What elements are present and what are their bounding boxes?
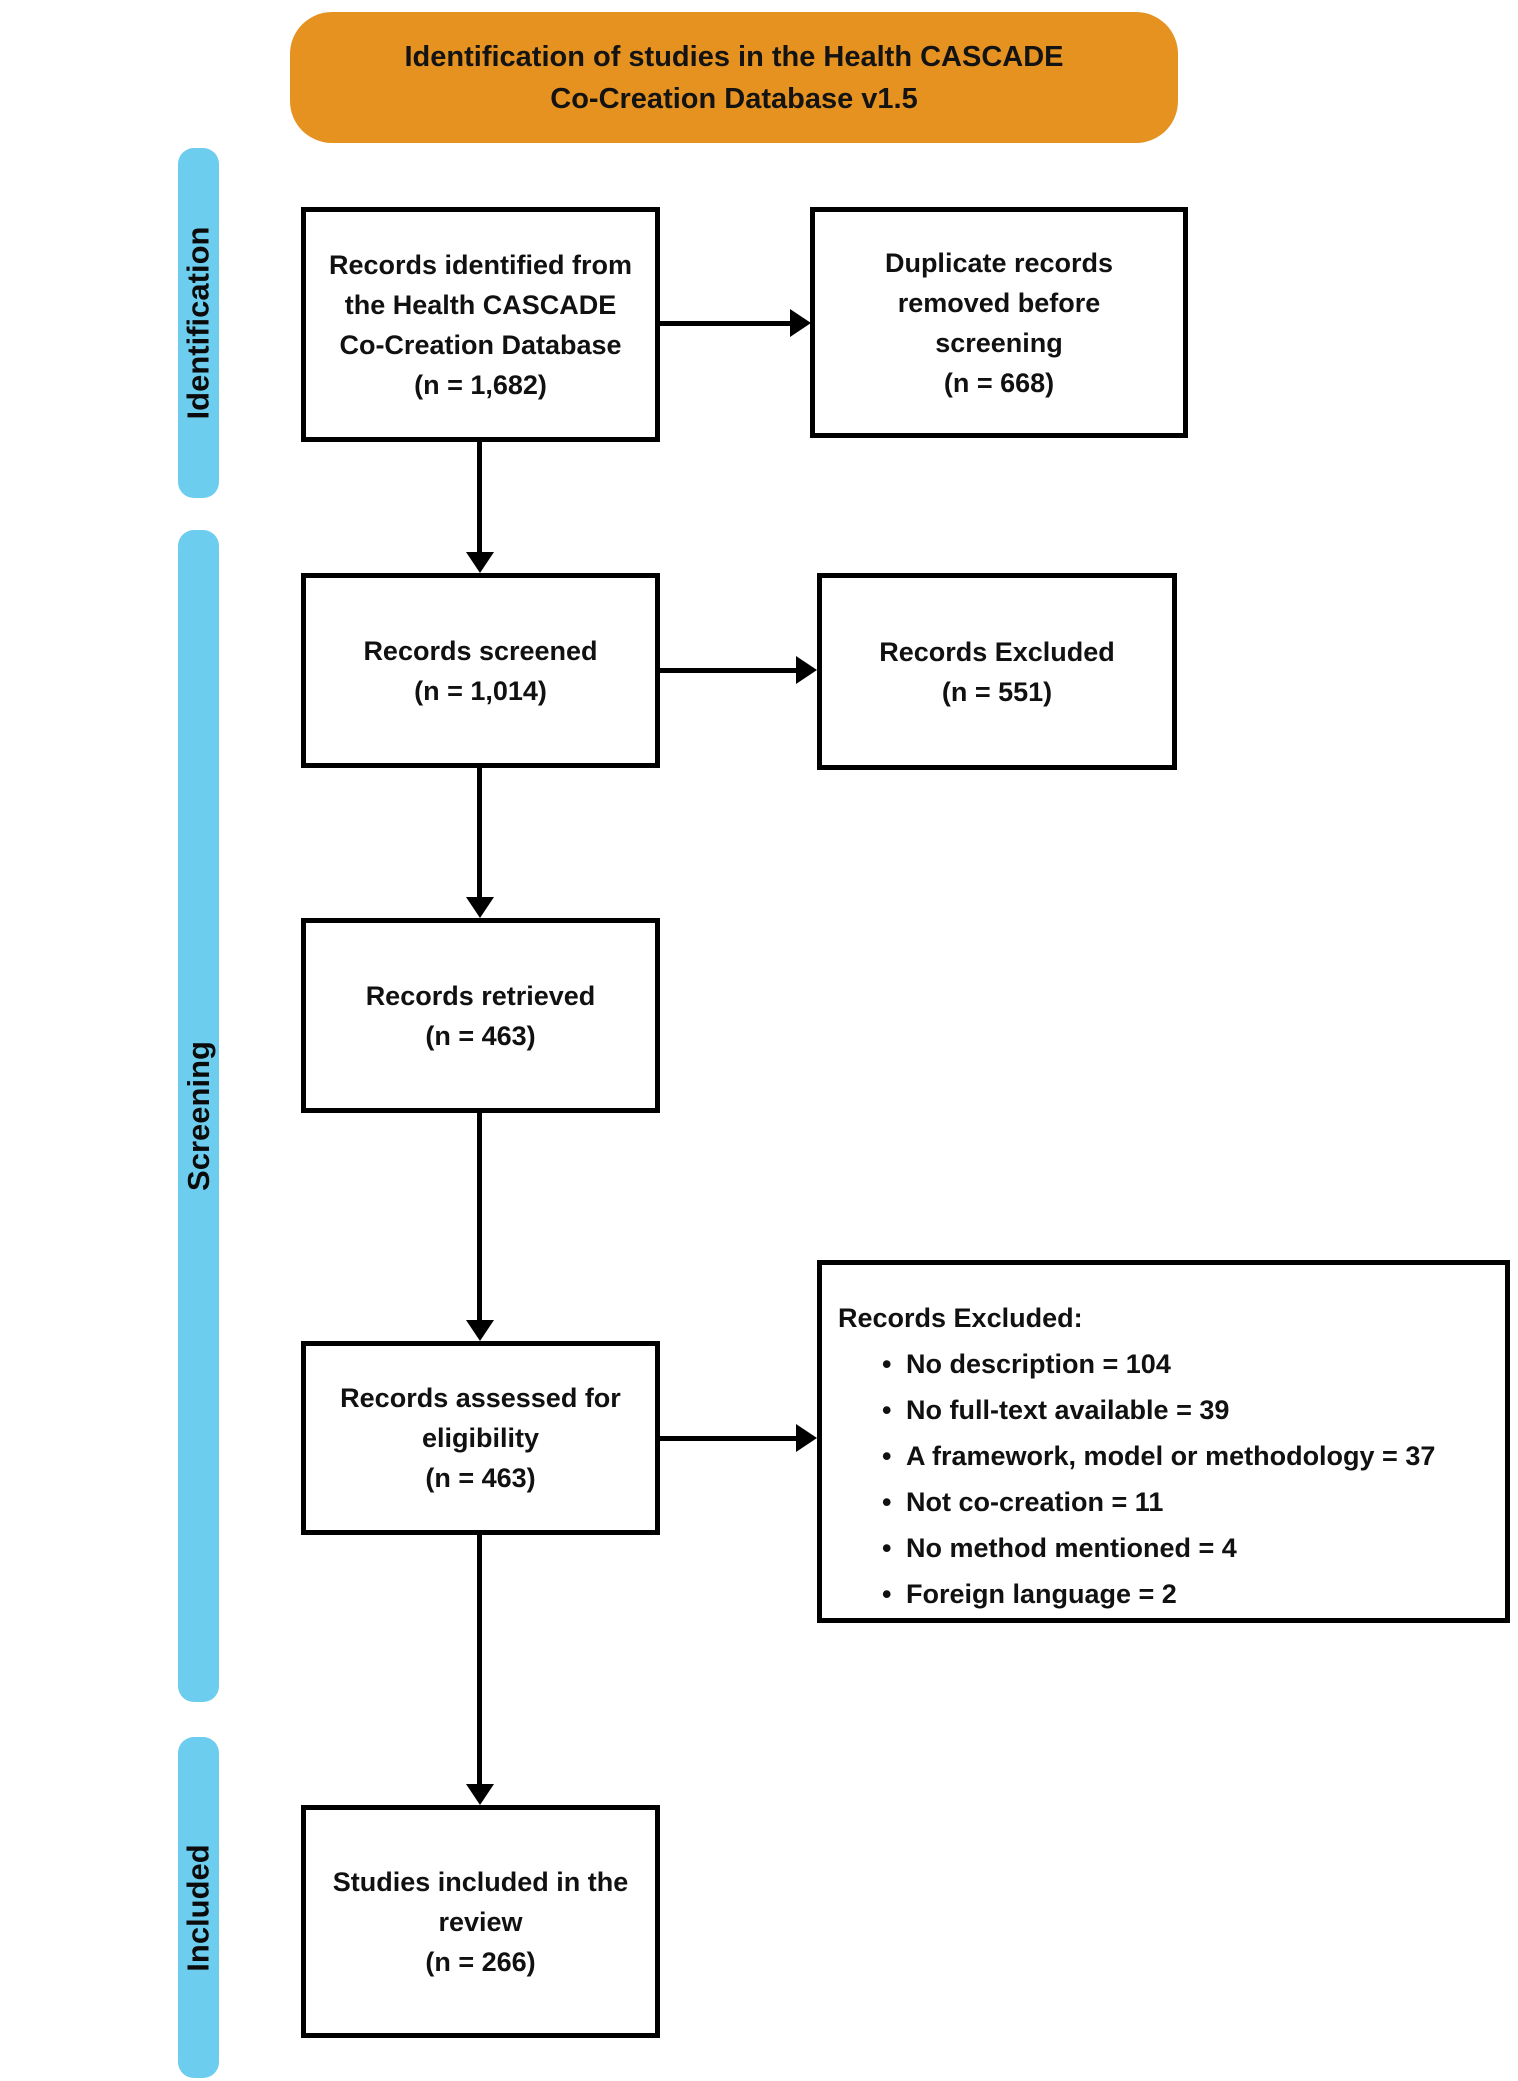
box-text-line: (n = 1,014) bbox=[414, 675, 547, 706]
box-records-assessed: Records assessed for eligibility (n = 46… bbox=[301, 1341, 660, 1535]
box-text-line: Records identified from bbox=[328, 249, 633, 280]
exclusion-reasons-title: Records Excluded: bbox=[838, 1303, 1083, 1333]
exclusion-reason-item: Not co-creation = 11 bbox=[838, 1479, 1487, 1525]
diagram-title-line1: Identification of studies in the Health … bbox=[404, 40, 1064, 73]
box-duplicates-removed: Duplicate records removed before screeni… bbox=[810, 207, 1188, 438]
stage-bar-screening: Screening bbox=[178, 530, 219, 1702]
box-records-excluded: Records Excluded (n = 551) bbox=[817, 573, 1177, 770]
arrowhead-down-icon bbox=[466, 1320, 494, 1341]
arrowhead-right-icon bbox=[796, 1424, 817, 1452]
arrow-line-identified-to-duplicates bbox=[660, 321, 794, 326]
arrow-line-assessed-to-included bbox=[477, 1535, 482, 1787]
box-records-screened: Records screened (n = 1,014) bbox=[301, 573, 660, 768]
stage-label-included: Included bbox=[180, 1843, 216, 1972]
box-exclusion-reasons: Records Excluded: No description = 104 N… bbox=[817, 1260, 1510, 1623]
stage-label-screening: Screening bbox=[180, 1041, 216, 1191]
box-text-line: Duplicate records bbox=[884, 247, 1114, 278]
box-text-line: Records retrieved bbox=[365, 980, 596, 1011]
box-text-line: review bbox=[438, 1906, 523, 1937]
box-text-line: Records Excluded bbox=[879, 636, 1115, 667]
stage-bar-identification: Identification bbox=[178, 148, 219, 498]
box-text-line: (n = 266) bbox=[425, 1946, 536, 1977]
exclusion-reason-item: Foreign language = 2 bbox=[838, 1571, 1487, 1617]
arrowhead-down-icon bbox=[466, 1784, 494, 1805]
stage-bar-included: Included bbox=[178, 1737, 219, 2078]
box-text-line: (n = 463) bbox=[425, 1020, 536, 1051]
exclusion-reason-item: No full-text available = 39 bbox=[838, 1387, 1487, 1433]
box-records-identified: Records identified from the Health CASCA… bbox=[301, 207, 660, 442]
box-text-line: Records screened bbox=[363, 635, 598, 666]
box-text-line: Records assessed for bbox=[340, 1383, 621, 1413]
box-text-line: Studies included in the bbox=[332, 1866, 629, 1897]
arrowhead-right-icon bbox=[790, 309, 811, 337]
exclusion-reason-item: No description = 104 bbox=[838, 1341, 1487, 1387]
box-text-line: screening bbox=[935, 327, 1063, 358]
box-text-line: the Health CASCADE bbox=[344, 289, 617, 320]
box-text-line: Co-Creation Database bbox=[339, 329, 622, 360]
stage-label-identification: Identification bbox=[180, 226, 216, 420]
arrow-line-identified-to-screened bbox=[477, 442, 482, 555]
arrowhead-down-icon bbox=[466, 897, 494, 918]
box-text-line: eligibility bbox=[421, 1423, 540, 1453]
arrow-line-assessed-to-reasons bbox=[660, 1436, 798, 1441]
box-text-line: (n = 551) bbox=[941, 676, 1053, 707]
box-studies-included: Studies included in the review (n = 266) bbox=[301, 1805, 660, 2038]
box-text-line: (n = 463) bbox=[425, 1463, 536, 1493]
diagram-title-banner: Identification of studies in the Health … bbox=[290, 12, 1178, 143]
arrow-line-screened-to-excluded bbox=[660, 668, 798, 673]
arrow-line-retrieved-to-assessed bbox=[477, 1113, 482, 1323]
exclusion-reason-item: No method mentioned = 4 bbox=[838, 1525, 1487, 1571]
arrowhead-down-icon bbox=[466, 552, 494, 573]
box-text-line: removed before bbox=[897, 287, 1101, 318]
box-records-retrieved: Records retrieved (n = 463) bbox=[301, 918, 660, 1113]
box-text-line: (n = 1,682) bbox=[414, 369, 547, 400]
arrowhead-right-icon bbox=[796, 656, 817, 684]
exclusion-reason-item: A framework, model or methodology = 37 bbox=[838, 1433, 1487, 1479]
box-text-line: (n = 668) bbox=[943, 367, 1055, 398]
diagram-title-line2: Co-Creation Database v1.5 bbox=[550, 82, 918, 115]
arrow-line-screened-to-retrieved bbox=[477, 768, 482, 900]
